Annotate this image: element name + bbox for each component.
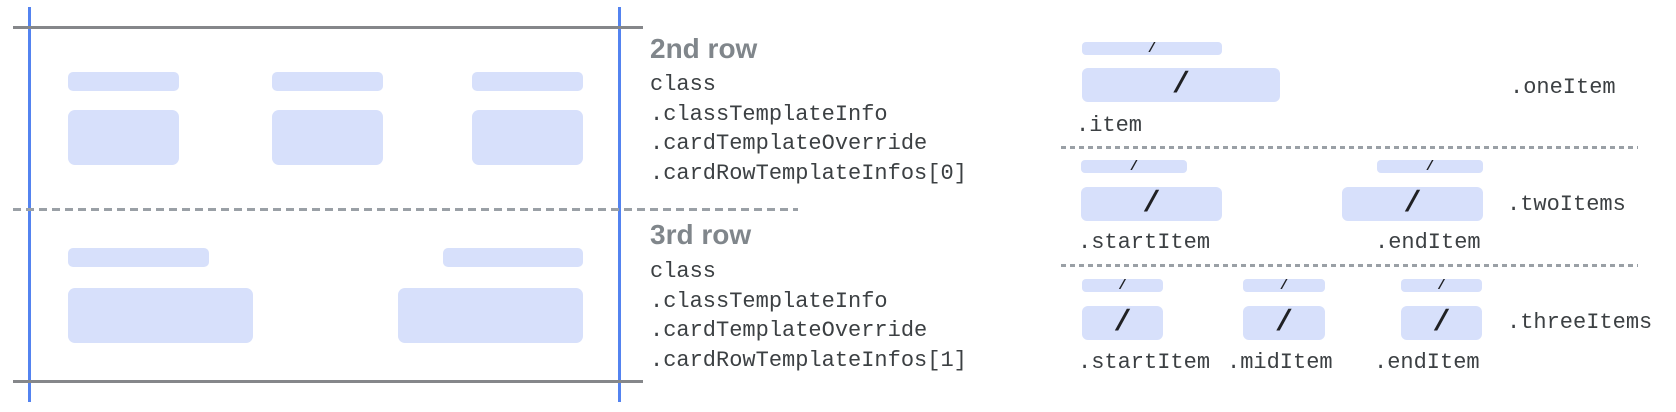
- two-items-class-label: .twoItems: [1507, 192, 1626, 217]
- field-value-placeholder: [472, 110, 583, 165]
- start-item-field-label: .startItem: [1078, 350, 1211, 375]
- slash-icon: /: [1129, 158, 1139, 175]
- item-label-bar: /: [1243, 277, 1325, 294]
- card-bottom-edge-line: [13, 380, 643, 383]
- code-line: .cardTemplateOverride: [650, 131, 928, 156]
- code-line: .cardRowTemplateInfos[1]: [650, 347, 967, 373]
- third-row-heading: 3rd row: [650, 219, 752, 250]
- item-label-bar: /: [1377, 158, 1483, 175]
- one-item-class-label: .oneItem: [1510, 75, 1616, 100]
- slash-icon: /: [1274, 306, 1293, 340]
- item-label-bar: /: [1401, 277, 1482, 294]
- field-label-placeholder: [68, 72, 179, 91]
- code-line: class: [650, 72, 717, 97]
- item-value-bar: /: [1342, 187, 1483, 221]
- code-line: class: [650, 259, 717, 284]
- item-label-bar: /: [1081, 158, 1187, 175]
- field-value-placeholder: [68, 110, 179, 165]
- item-value-bar: /: [1082, 306, 1163, 340]
- item-label-bar: /: [1082, 40, 1222, 57]
- third-row-code-path: class .classTemplateInfo .cardTemplateOver…: [650, 257, 967, 375]
- field-value-placeholder: [398, 288, 583, 343]
- slash-icon: /: [1171, 68, 1190, 102]
- card-left-guide-line: [28, 7, 31, 402]
- field-label-placeholder: [443, 248, 583, 267]
- slash-icon: /: [1437, 277, 1446, 294]
- field-label-placeholder: [68, 248, 209, 267]
- section-divider-dotted-line: [1061, 264, 1638, 267]
- slash-icon: /: [1432, 306, 1451, 340]
- field-value-placeholder: [68, 288, 253, 343]
- row-divider-dashed-line: [13, 208, 798, 211]
- slash-icon: /: [1142, 187, 1161, 221]
- slash-icon: /: [1147, 40, 1157, 57]
- item-label-bar: /: [1082, 277, 1163, 294]
- three-items-class-label: .threeItems: [1507, 310, 1653, 335]
- section-divider-dotted-line: [1061, 146, 1638, 149]
- slash-icon: /: [1279, 277, 1289, 294]
- code-line: .cardRowTemplateInfos[0]: [650, 160, 967, 186]
- second-row-code-path: class .classTemplateInfo .cardTemplateOver…: [650, 70, 967, 188]
- start-item-field-label: .startItem: [1078, 230, 1211, 255]
- end-item-field-label: .endItem: [1374, 350, 1480, 375]
- code-line: .classTemplateInfo: [650, 288, 888, 314]
- field-label-placeholder: [272, 72, 383, 91]
- item-field-label: .item: [1076, 113, 1143, 138]
- slash-icon: /: [1425, 158, 1435, 175]
- slash-icon: /: [1118, 277, 1127, 294]
- mid-item-field-label: .midItem: [1227, 350, 1333, 375]
- slash-icon: /: [1113, 306, 1132, 340]
- code-line: .classTemplateInfo: [650, 101, 888, 127]
- card-top-edge-line: [13, 26, 643, 29]
- item-value-bar: /: [1081, 187, 1222, 221]
- item-value-bar: /: [1401, 306, 1482, 340]
- code-line: .cardTemplateOverride: [650, 318, 928, 343]
- second-row-heading: 2nd row: [650, 33, 758, 64]
- slash-icon: /: [1403, 187, 1422, 221]
- field-value-placeholder: [272, 110, 383, 165]
- item-value-bar: /: [1243, 306, 1325, 340]
- card-right-guide-line: [618, 7, 621, 402]
- field-label-placeholder: [472, 72, 583, 91]
- end-item-field-label: .endItem: [1375, 230, 1481, 255]
- item-value-bar: /: [1082, 68, 1280, 102]
